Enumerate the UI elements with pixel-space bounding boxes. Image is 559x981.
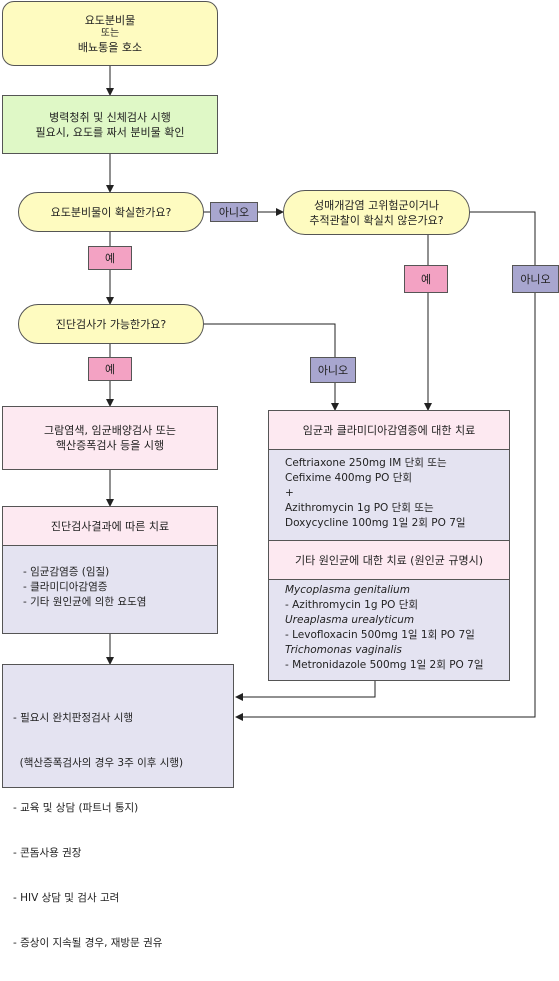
tests-line1: 그람염색, 임균배양검사 또는 [44, 424, 176, 437]
q1-yes-label: 예 [88, 246, 132, 270]
q2-yes-label: 예 [404, 265, 448, 293]
gcct-line: + [285, 487, 294, 499]
q2-line2: 추적관찰이 확실치 않은가요? [309, 213, 444, 227]
start-box: 요도분비물 또는 배뇨통을 호소 [2, 1, 218, 66]
followup-item: - 교육 및 상담 (파트너 통지) [13, 802, 139, 814]
start-line3: 배뇨통을 호소 [77, 40, 143, 54]
history-line1: 병력청취 및 신체검사 시행 [49, 110, 171, 124]
gc-ct-treatment-box: 임균과 클라미디아감염증에 대한 치료 Ceftriaxone 250mg IM… [268, 410, 510, 681]
q3-no-label: 아니오 [310, 357, 356, 383]
arrow-other-followup [235, 681, 376, 701]
gcct-header: 임균과 클라미디아감염증에 대한 치료 [269, 411, 509, 450]
arrow-q2-no-followup [235, 211, 536, 721]
q1-no-label: 아니오 [210, 202, 258, 222]
other-organism: Ureaplasma urealyticum [285, 614, 415, 626]
question-test-available: 진단검사가 가능한가요? [18, 304, 204, 344]
gcct-line: Doxycycline 100mg 1일 2회 PO 7일 [285, 517, 466, 529]
other-regimen: - Metronidazole 500mg 1일 2회 PO 7일 [285, 659, 484, 671]
other-organism: Mycoplasma genitalium [285, 584, 410, 596]
tests-box: 그람염색, 임균배양검사 또는 핵산증폭검사 등을 시행 [2, 406, 218, 470]
other-regimen: - Azithromycin 1g PO 단회 [285, 599, 419, 611]
other-organism: Trichomonas vaginalis [285, 644, 402, 656]
diagnosis-treatment-box: 진단검사결과에 따른 치료 - 임균감염증 (임질) - 클라미디아감염증 - … [2, 506, 218, 634]
followup-item: - 콘돔사용 권장 [13, 847, 82, 859]
followup-item: - 필요시 완치판정검사 시행 [13, 712, 134, 724]
q3-text: 진단검사가 가능한가요? [55, 317, 167, 331]
q3-yes-label: 예 [88, 357, 132, 381]
gcct-line: Azithromycin 1g PO 단회 또는 [285, 502, 434, 514]
q2-line1: 성매개감염 고위험군이거나 [314, 198, 439, 212]
start-line2: 또는 [100, 27, 120, 39]
question-discharge-confirmed: 요도분비물이 확실한가요? [18, 192, 204, 232]
dx-item: - 기타 원인균에 의한 요도염 [23, 596, 147, 608]
history-line2: 필요시, 요도를 짜서 분비물 확인 [35, 125, 185, 139]
dx-item: - 임균감염증 (임질) [23, 566, 110, 578]
other-header: 기타 원인균에 대한 치료 (원인균 규명시) [269, 540, 509, 580]
gcct-line: Cefixime 400mg PO 단회 [285, 472, 413, 484]
question-high-risk: 성매개감염 고위험군이거나 추적관찰이 확실치 않은가요? [283, 190, 470, 235]
followup-item: - HIV 상담 및 검사 고려 [13, 892, 120, 904]
other-regimen: - Levofloxacin 500mg 1일 1회 PO 7일 [285, 629, 475, 641]
tests-line2: 핵산증폭검사 등을 시행 [55, 439, 165, 452]
followup-item: (핵산증폭검사의 경우 3주 이후 시행) [13, 757, 184, 769]
q1-text: 요도분비물이 확실한가요? [50, 205, 172, 219]
start-line1: 요도분비물 [84, 13, 136, 27]
gcct-line: Ceftriaxone 250mg IM 단회 또는 [285, 457, 447, 469]
history-box: 병력청취 및 신체검사 시행 필요시, 요도를 짜서 분비물 확인 [2, 95, 218, 154]
followup-box: - 필요시 완치판정검사 시행 (핵산증폭검사의 경우 3주 이후 시행) - … [2, 664, 234, 949]
dx-item: - 클라미디아감염증 [23, 581, 108, 593]
followup-item: - 증상이 지속될 경우, 재방문 권유 [13, 937, 163, 949]
dx-header: 진단검사결과에 따른 치료 [3, 507, 217, 546]
q2-no-label: 아니오 [512, 265, 559, 293]
